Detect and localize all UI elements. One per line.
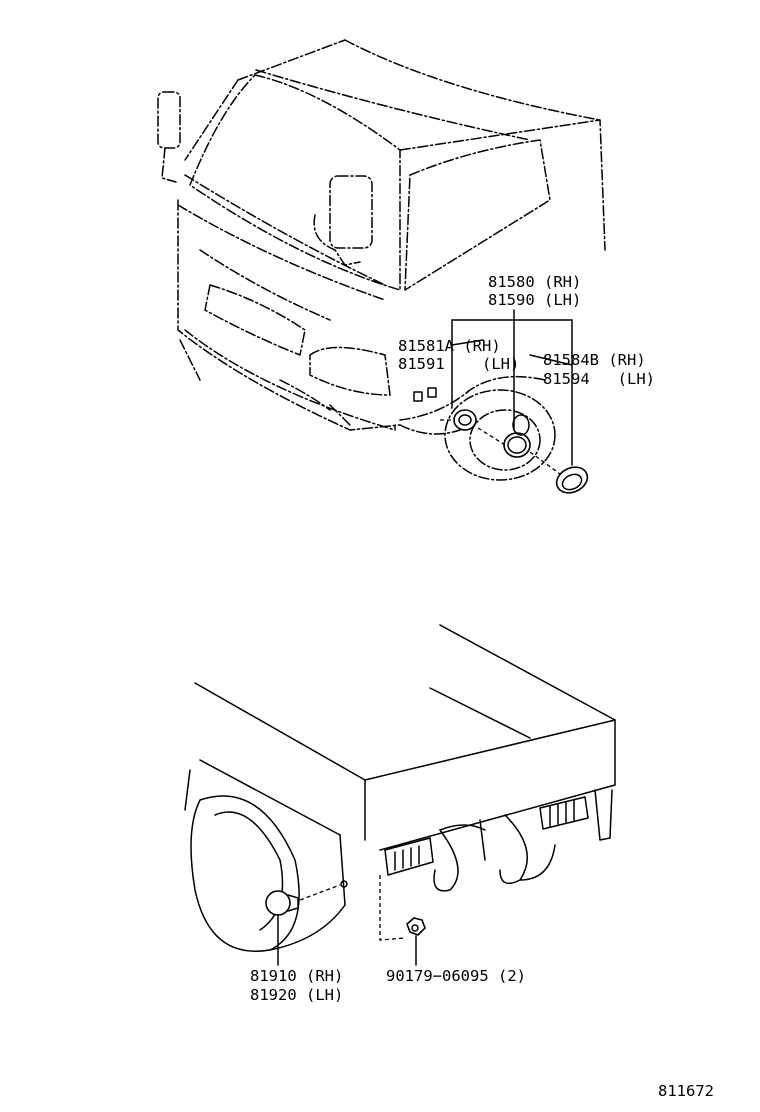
label-81580: 81580 (RH) bbox=[488, 273, 581, 291]
rear-lamp-left bbox=[384, 837, 434, 876]
gasket-81584b bbox=[555, 466, 589, 494]
nut-90179 bbox=[406, 917, 426, 936]
label-90179: 90179−06095 (2) bbox=[386, 967, 526, 985]
right-mirror bbox=[313, 175, 373, 266]
socket-81581a bbox=[453, 409, 477, 431]
label-81910: 81910 (RH) bbox=[250, 967, 343, 985]
left-mirror bbox=[157, 91, 181, 183]
label-81591: 81591 (LH) bbox=[398, 355, 519, 373]
label-81584b: 81584B (RH) bbox=[543, 351, 646, 369]
leader-lines-top bbox=[440, 309, 573, 475]
cab-front-outline bbox=[177, 39, 606, 435]
rear-wheels-right bbox=[433, 814, 556, 892]
reflector-81910 bbox=[265, 890, 299, 916]
label-81594: 81594 (LH) bbox=[543, 370, 655, 388]
rear-lamp-right bbox=[539, 796, 589, 830]
leader-lines-bottom bbox=[277, 875, 417, 966]
rear-wheel-left bbox=[190, 795, 346, 952]
label-81581a: 81581A (RH) bbox=[398, 337, 501, 355]
label-81590: 81590 (LH) bbox=[488, 291, 581, 309]
front-wheel bbox=[444, 389, 556, 481]
side-marker-lamp-81580 bbox=[503, 414, 531, 458]
figure-number: 811672 bbox=[658, 1082, 714, 1100]
truck-bed-outline bbox=[184, 624, 616, 906]
label-81920: 81920 (LH) bbox=[250, 986, 343, 1004]
